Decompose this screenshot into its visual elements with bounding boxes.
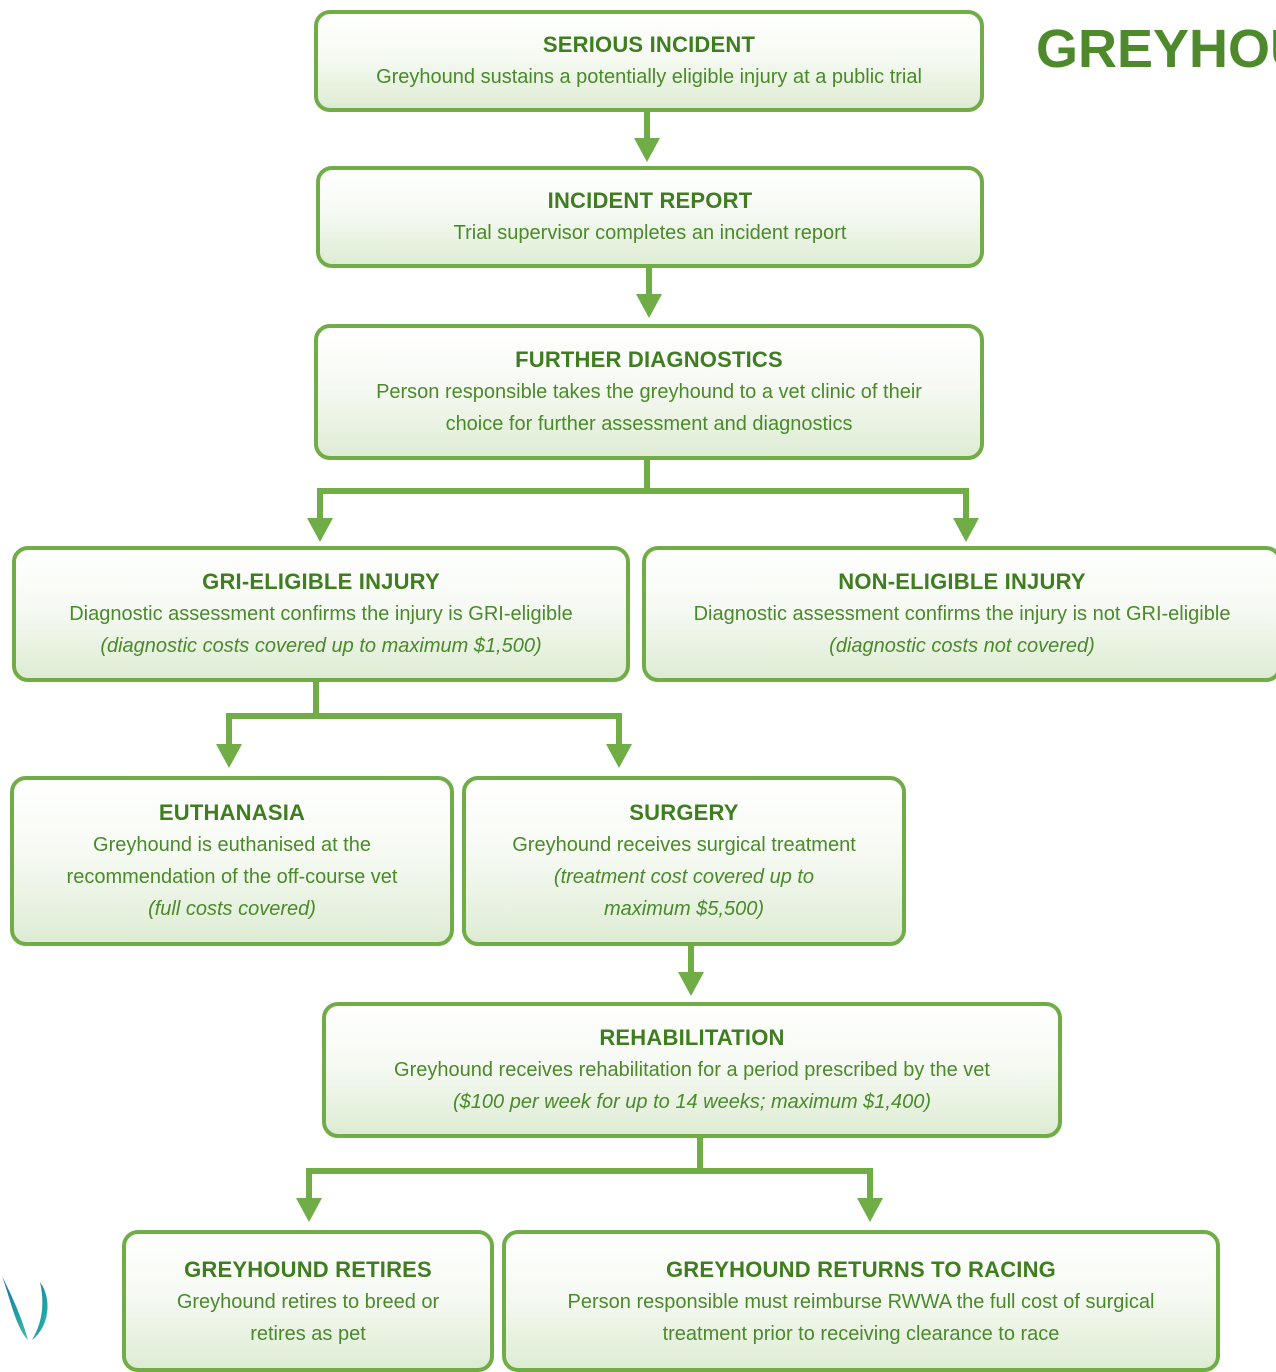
node-title: INCIDENT REPORT [547,188,753,213]
node-greyhound-retires: GREYHOUND RETIRES Greyhound retires to b… [122,1230,494,1372]
node-incident-report: INCIDENT REPORT Trial supervisor complet… [316,166,984,268]
node-note-line1: (treatment cost covered up to [553,866,815,888]
node-title: NON-ELIGIBLE INJURY [838,569,1086,594]
node-note-line2: maximum $5,500) [603,898,765,920]
node-note: (diagnostic costs not covered) [829,635,1095,657]
node-text: Diagnostic assessment confirms the injur… [693,603,1231,625]
arrowhead [678,972,704,996]
node-text-line1: Greyhound retires to breed or [176,1291,440,1313]
arrowhead [296,1198,322,1222]
arrowhead [216,744,242,768]
node-title: GRI-ELIGIBLE INJURY [202,569,440,594]
node-note: ($100 per week for up to 14 weeks; maxim… [452,1091,932,1113]
node-non-eligible-injury: NON-ELIGIBLE INJURY Diagnostic assessmen… [642,546,1276,682]
node-text-line2: choice for further assessment and diagno… [445,413,853,435]
node-title: GREYHOUND RETURNS TO RACING [665,1257,1056,1282]
node-text-line2: retires as pet [250,1323,366,1345]
node-text: Greyhound receives surgical treatment [512,834,856,856]
arrowhead [634,138,660,162]
node-text: Greyhound sustains a potentially eligibl… [376,66,922,88]
arrowhead [636,294,662,318]
node-rehabilitation: REHABILITATION Greyhound receives rehabi… [322,1002,1062,1138]
node-text: Trial supervisor completes an incident r… [453,222,847,244]
ribbon-logo-icon [2,1276,48,1340]
page-heading: GREYHOU [1036,19,1276,79]
node-gri-eligible-injury: GRI-ELIGIBLE INJURY Diagnostic assessmen… [12,546,630,682]
node-title: EUTHANASIA [158,800,306,825]
node-title: FURTHER DIAGNOSTICS [515,347,783,372]
node-text-line2: treatment prior to receiving clearance t… [662,1323,1060,1345]
node-title: SURGERY [629,800,739,825]
node-text-line1: Person responsible must reimburse RWWA t… [567,1291,1155,1313]
node-text-line2: recommendation of the off-course vet [66,866,398,888]
arrowhead [606,744,632,768]
node-greyhound-returns-to-racing: GREYHOUND RETURNS TO RACING Person respo… [502,1230,1220,1372]
node-euthanasia: EUTHANASIA Greyhound is euthanised at th… [10,776,454,946]
node-note: (full costs covered) [148,898,316,920]
node-text-line1: Greyhound is euthanised at the [93,834,371,856]
node-note: (diagnostic costs covered up to maximum … [100,635,542,657]
node-text: Diagnostic assessment confirms the injur… [69,603,573,625]
node-text: Greyhound receives rehabilitation for a … [394,1059,990,1081]
node-title: GREYHOUND RETIRES [184,1257,432,1282]
arrowhead [953,518,979,542]
node-surgery: SURGERY Greyhound receives surgical trea… [462,776,906,946]
node-further-diagnostics: FURTHER DIAGNOSTICS Person responsible t… [314,324,984,460]
node-title: SERIOUS INCIDENT [542,32,756,57]
arrowhead [307,518,333,542]
node-title: REHABILITATION [599,1025,785,1050]
arrowhead [857,1198,883,1222]
node-serious-incident: SERIOUS INCIDENT Greyhound sustains a po… [314,10,984,112]
node-text-line1: Person responsible takes the greyhound t… [376,381,922,403]
